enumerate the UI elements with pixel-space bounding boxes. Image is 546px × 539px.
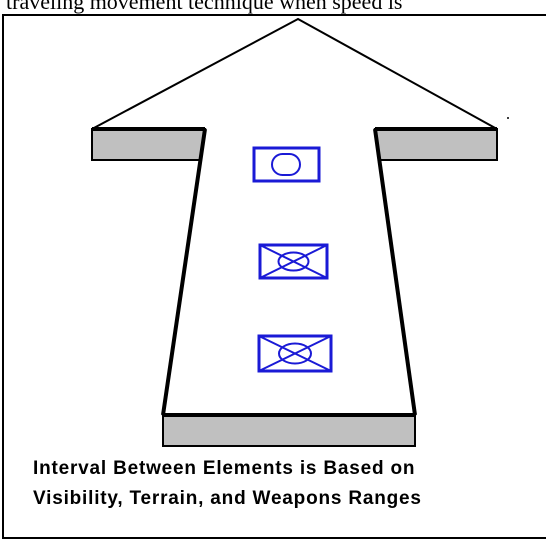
cropped-header-text: traveling movement technique when speed …	[6, 0, 403, 14]
right-wing-shadow	[373, 128, 498, 161]
right-shaft-edge	[373, 128, 417, 416]
small-dot-mark	[507, 117, 509, 119]
armored-infantry-unit-symbol-2	[257, 334, 333, 373]
left-shaft-edge	[161, 128, 207, 416]
armored-infantry-unit-symbol-1	[258, 243, 329, 280]
left-wing-shadow	[91, 128, 207, 161]
caption-line-1: Interval Between Elements is Based on	[33, 458, 416, 479]
arrow-graphic	[91, 17, 498, 447]
diagram-caption: Interval Between Elements is Based on Vi…	[33, 454, 546, 514]
base-shadow	[162, 414, 416, 447]
arrow-shape	[91, 17, 498, 416]
armor-unit-symbol	[252, 146, 321, 183]
caption-line-2: Visibility, Terrain, and Weapons Ranges	[33, 488, 422, 509]
